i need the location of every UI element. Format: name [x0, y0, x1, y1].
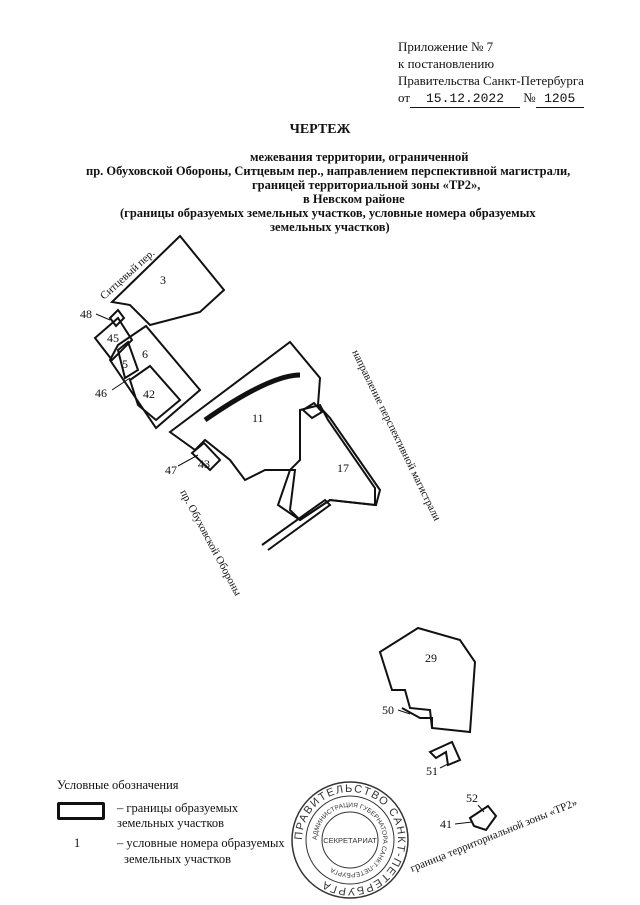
subtitle-line3: границей территориальной зоны «ТР2», [252, 178, 481, 192]
subtitle-line5: (границы образуемых земельных участков, … [120, 206, 536, 220]
parcel-51-boundary [428, 740, 462, 767]
parcel-11-notch [301, 401, 324, 420]
subtitle-line4: в Невском районе [303, 192, 405, 206]
parcel-label-50: 50 [382, 703, 394, 717]
date-prefix: от [398, 90, 411, 105]
strip-boundary [261, 498, 332, 551]
number-prefix: № [523, 90, 536, 105]
parcel-label-3: 3 [160, 273, 166, 287]
subtitle-line2: пр. Обуховской Обороны, Ситцевым пер., н… [86, 164, 571, 178]
parcel-6-boundary [108, 324, 202, 430]
appendix-line2: к постановлению [398, 56, 495, 71]
subtitle-line6: земельных участков) [270, 220, 390, 234]
appendix-block: Приложение № 7 к постановлению Правитель… [398, 38, 584, 108]
parcel-11-boundary [168, 340, 382, 522]
parcel-label-42: 42 [143, 387, 155, 401]
parcel-3-boundary [109, 234, 226, 327]
parcel-48-boundary [108, 308, 126, 328]
street-magistral: направление перспективной магистрали [349, 348, 443, 523]
street-sitcevy: Ситцевый пер. [98, 247, 158, 302]
parcel-label-17: 17 [337, 461, 349, 475]
date-value: 15.12.2022 [410, 90, 521, 108]
parcel-label-46: 46 [95, 386, 107, 400]
parcel-label-47: 47 [165, 463, 177, 477]
thick-arc [203, 372, 301, 423]
parcel-label-52: 52 [466, 791, 478, 805]
parcel-label-51: 51 [426, 764, 438, 778]
legend-item-number: – условные номера образуемых [117, 836, 285, 850]
parcel-45-boundary [93, 316, 134, 362]
legend-item-number-line2: земельных участков [124, 852, 232, 866]
stamp-center-text: СЕКРЕТАРИАТ [323, 836, 377, 845]
street-obukhovskoy: пр. Обуховской Обороны [177, 488, 243, 599]
parcel-label-48: 48 [80, 307, 92, 321]
parcel-label-41: 41 [440, 817, 452, 831]
page-title: ЧЕРТЕЖ [289, 122, 351, 137]
parcel-5-boundary [116, 340, 140, 380]
parcel-41-boundary [468, 804, 498, 832]
official-stamp: ПРАВИТЕЛЬСТВО САНКТ-ПЕТЕРБУРГА АДМИНИСТР… [291, 781, 409, 899]
parcel-43-boundary [190, 441, 222, 472]
parcel-label-5: 5 [122, 357, 128, 371]
parcel-label-11: 11 [252, 411, 264, 425]
tr2-boundary-label: граница территориальной зоны «ТР2» [409, 797, 579, 875]
parcel-42-boundary [128, 364, 182, 422]
number-value: 1205 [535, 90, 584, 108]
parcel-50-boundary [401, 707, 433, 728]
parcel-label-6: 6 [142, 347, 148, 361]
parcel-label-43: 43 [198, 457, 210, 471]
parcel-17-boundary [276, 403, 376, 522]
subtitle-line1: межевания территории, ограниченной [250, 150, 469, 164]
legend-heading: Условные обозначения [57, 778, 179, 792]
legend-number-symbol: 1 [74, 836, 81, 850]
legend-item-boundary: – границы образуемых земельных участков [117, 801, 239, 830]
parcel-label-45: 45 [107, 331, 119, 345]
parcel-label-29: 29 [425, 651, 437, 665]
appendix-line3: Правительства Санкт-Петербурга [398, 73, 584, 88]
legend-boundary-symbol [57, 802, 105, 820]
parcel-29-boundary [378, 626, 477, 734]
appendix-line1: Приложение № 7 [398, 39, 494, 54]
